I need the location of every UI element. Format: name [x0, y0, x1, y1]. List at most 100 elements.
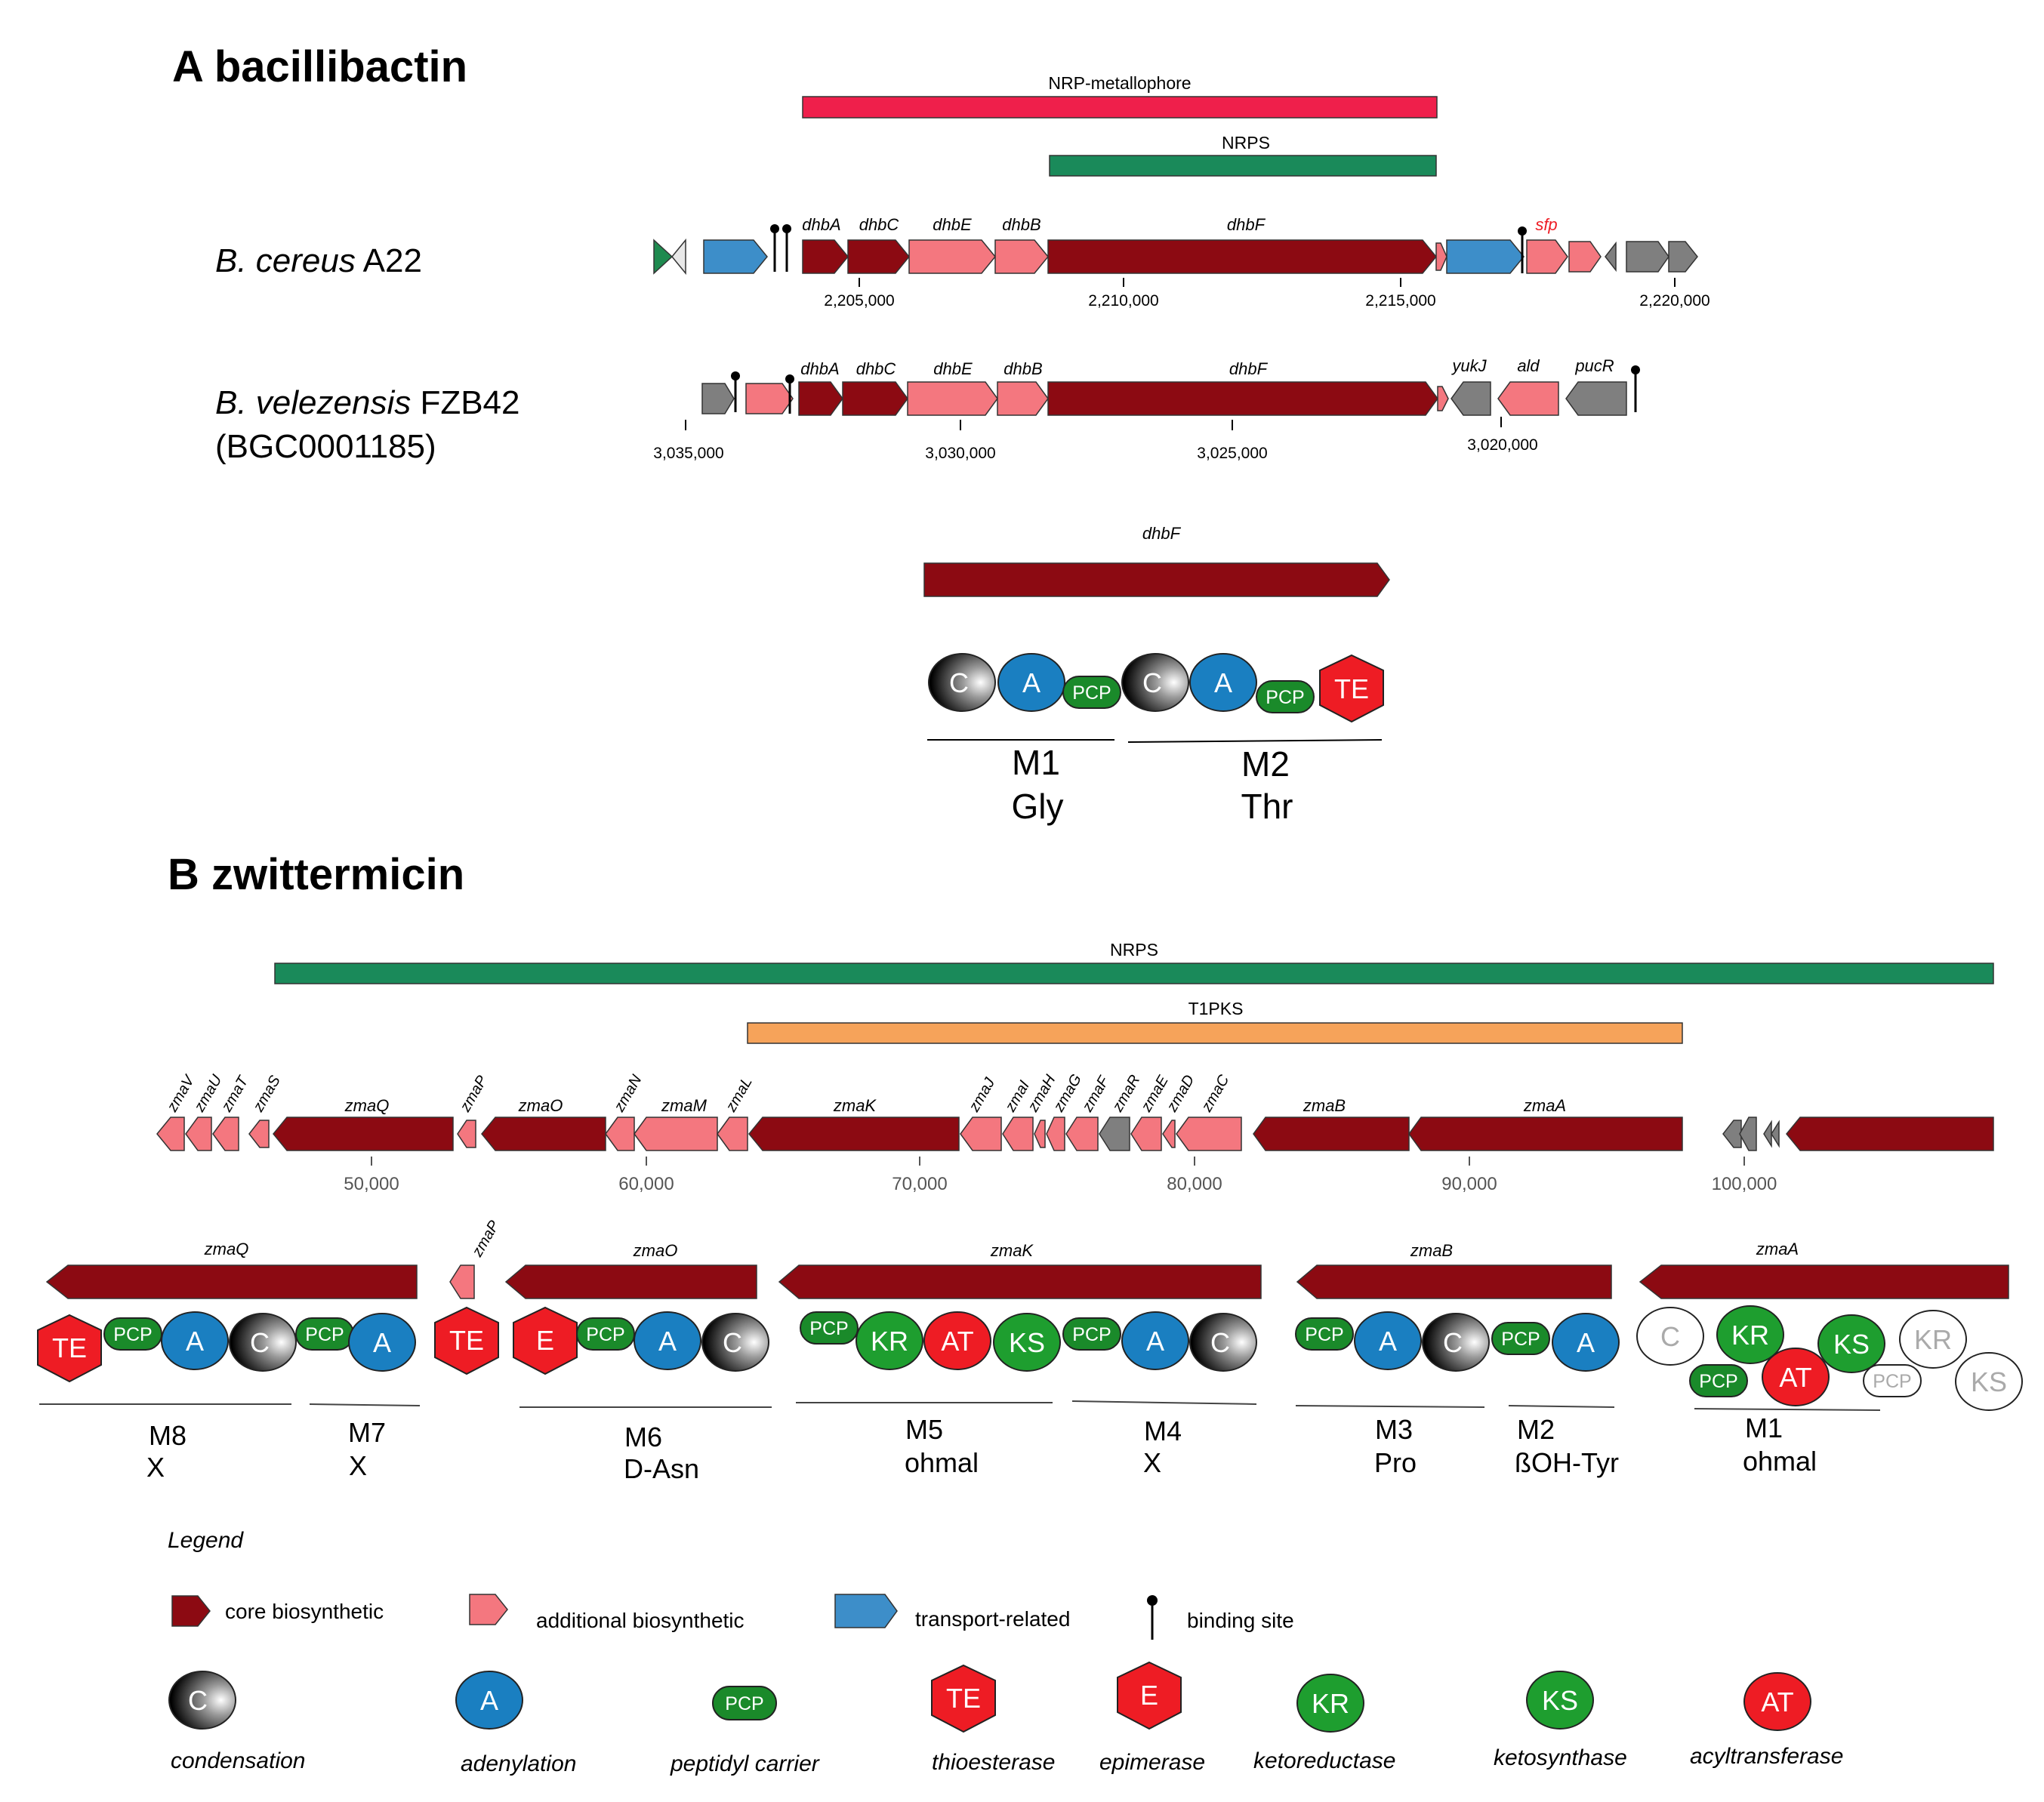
gene-label: zmaA: [1523, 1096, 1566, 1115]
legend-transport-swatch: [834, 1594, 898, 1628]
tick-label: 60,000: [618, 1174, 674, 1194]
domain-kr: [1716, 1305, 1784, 1364]
domain-a: [1189, 653, 1257, 712]
module-substrate: X: [146, 1452, 165, 1483]
legend-binding-label: binding site: [1187, 1609, 1294, 1632]
domain-a: [997, 653, 1065, 712]
tick-label: 3,020,000: [1467, 436, 1537, 454]
domain-a: [1354, 1311, 1422, 1370]
gene-zmaC: [1176, 1117, 1242, 1151]
legend-kr-domain: [1296, 1674, 1364, 1733]
gene-zmaN: [605, 1117, 635, 1151]
legend-pcp-label: peptidyl carrier: [670, 1751, 820, 1776]
gene-label-pucR: pucR: [1574, 356, 1614, 375]
svg-text:PCP: PCP: [1501, 1329, 1540, 1350]
detail-gene-label-dhbF: dhbF: [1142, 524, 1182, 543]
svg-text:PCP: PCP: [113, 1324, 152, 1345]
axis-ticks-zwittermicin: [371, 1157, 1745, 1166]
gene-label: zmaG: [1050, 1071, 1085, 1115]
domain-te-label: TE: [449, 1325, 484, 1356]
legend-e-domain: [1117, 1661, 1182, 1730]
tick-label: 100,000: [1712, 1174, 1777, 1194]
section-a-title: A bacillibactin: [172, 42, 467, 91]
domain-a: [634, 1311, 701, 1370]
gene-zmaG: [1046, 1117, 1065, 1151]
svg-text:KR: KR: [1914, 1324, 1952, 1355]
svg-text:AT: AT: [941, 1326, 973, 1357]
module-name: M2: [1241, 744, 1290, 784]
legend-e-label: epimerase: [1099, 1750, 1205, 1775]
legend-a-domain: [455, 1671, 523, 1730]
gene-zmaM: [634, 1117, 718, 1151]
legend-domains: C condensation A adenylation PCP peptidy…: [168, 1661, 1843, 1776]
svg-text:A: A: [1022, 667, 1040, 698]
gene-label-dhbE: dhbE: [933, 359, 973, 378]
organism-b-cereus: B. cereus A22: [215, 242, 422, 279]
svg-text:PCP: PCP: [1699, 1371, 1737, 1392]
domain-pcp: [1256, 680, 1315, 713]
domain-te: [434, 1306, 499, 1375]
detail-gene-label-zmaO: zmaO: [633, 1241, 678, 1260]
gene-label-dhbB: dhbB: [1004, 359, 1042, 378]
t1pks-bar: [747, 1022, 1683, 1044]
domain-a: [348, 1313, 416, 1372]
legend-c-label: condensation: [171, 1748, 305, 1773]
domain-te: [37, 1314, 102, 1383]
svg-text:AT: AT: [1761, 1686, 1793, 1717]
domain-c: [229, 1313, 297, 1372]
gene-zmaF: [1065, 1117, 1099, 1151]
gene-zmaL: [717, 1117, 748, 1151]
legend-core-label: core biosynthetic: [225, 1600, 384, 1623]
svg-text:C: C: [250, 1327, 270, 1358]
axis-ticks-b-cereus: [859, 278, 1676, 287]
svg-text:C: C: [1660, 1321, 1680, 1352]
section-b-title: B zwittermicin: [168, 850, 464, 899]
nrps-label-b: NRPS: [1110, 940, 1158, 960]
svg-text:PCP: PCP: [1305, 1324, 1343, 1345]
svg-text:C: C: [949, 667, 969, 698]
svg-text:A: A: [1146, 1326, 1164, 1357]
svg-text:A: A: [1577, 1327, 1595, 1358]
gene-zmaK: [748, 1117, 960, 1151]
domain-ks: [993, 1313, 1061, 1372]
svg-text:C: C: [1210, 1327, 1230, 1358]
module-substrate: D-Asn: [624, 1453, 699, 1484]
domain-c: [1189, 1313, 1257, 1372]
domain-at: [1762, 1348, 1830, 1406]
gene-label: zmaM: [661, 1096, 708, 1115]
gene-zmaD: [1162, 1120, 1176, 1148]
svg-text:C: C: [188, 1685, 208, 1716]
module-name: M8: [149, 1420, 187, 1451]
legend-additional-swatch: [469, 1594, 508, 1625]
svg-text:E: E: [536, 1325, 554, 1356]
gene-zmaE: [1130, 1117, 1162, 1151]
legend-binding-dot: [1147, 1595, 1158, 1606]
detail-gene-zmaP: [449, 1264, 475, 1299]
detail-gene-zmaQ: [45, 1264, 418, 1299]
zmaB-domains: PCP A C PCP A: [1295, 1311, 1620, 1372]
gene-zmaB: [1253, 1117, 1410, 1151]
domain-pcp: [800, 1311, 859, 1345]
svg-text:PCP: PCP: [586, 1324, 624, 1345]
domain-a: [1121, 1311, 1189, 1370]
tick-label: 2,220,000: [1639, 292, 1709, 310]
module-name: M3: [1375, 1414, 1413, 1445]
legend-core-swatch: [171, 1595, 211, 1627]
gene-label-dhbB: dhbB: [1002, 215, 1040, 234]
tick-label: 2,210,000: [1088, 292, 1158, 310]
gene-zmaT: [212, 1117, 239, 1151]
svg-text:E: E: [1140, 1680, 1158, 1711]
svg-text:TE: TE: [946, 1683, 981, 1714]
gene-label: zmaB: [1303, 1096, 1346, 1115]
gene-transport-2: [1446, 239, 1525, 274]
domain-c: [1121, 653, 1189, 712]
gene-zmaO: [481, 1117, 606, 1151]
legend-at-domain: [1743, 1672, 1811, 1731]
module-name: M1: [1012, 743, 1060, 782]
svg-text:PCP: PCP: [725, 1693, 763, 1714]
gene-label: zmaU: [191, 1072, 226, 1116]
domain-ks-inactive: [1955, 1352, 2023, 1411]
gene-label-sfp: sfp: [1535, 215, 1557, 234]
svg-text:TE: TE: [1334, 673, 1369, 704]
organism-accession: (BGC0001185): [215, 428, 436, 465]
